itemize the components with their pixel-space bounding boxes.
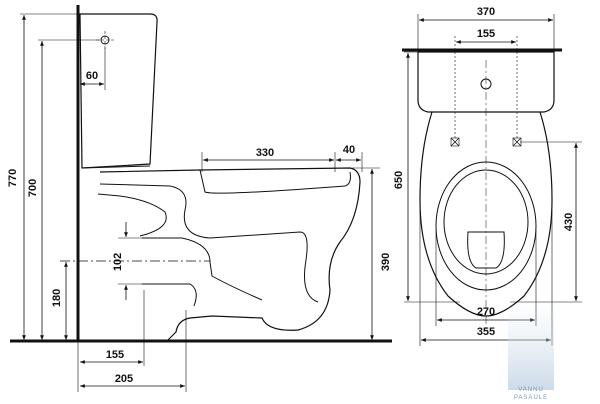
dim-total-height: 770 [7,169,19,187]
dim-seat-height: 390 [380,253,392,271]
pan-front [199,169,351,194]
dim-outlet-height: 180 [51,289,63,307]
dim-bolt-to-front: 430 [563,213,575,231]
outlet-pipe [142,237,263,307]
dim-outlet-offset: 155 [106,349,124,361]
svg-text:VANNU: VANNU [518,387,544,393]
dim-depth-to-outlet: 205 [115,373,133,385]
watermark-logo: VANNU PASAULE [508,300,554,401]
dim-tank-width: 370 [477,6,495,18]
pan-outline [99,167,361,341]
bolt-left-icon [450,137,460,147]
dim-outlet-diameter: 102 [112,253,124,271]
dim-inlet-height: 700 [27,179,39,197]
dim-total-length: 650 [393,171,405,189]
cistern-outline [79,13,158,169]
dim-bowl-width: 355 [477,326,495,338]
dim-inlet-spacing: 155 [477,28,495,40]
trapway [99,183,319,303]
bolt-right-icon [512,137,522,147]
top-view: 370 155 650 430 270 355 [393,6,582,346]
cistern-base [81,165,151,169]
side-view: 770 700 60 180 102 330 40 390 [7,5,392,392]
dim-bowl-length: 330 [256,147,274,159]
top-waterway [467,231,505,269]
top-cistern-outline [417,51,555,113]
svg-text:PASAULE: PASAULE [514,395,548,401]
dim-inlet-offset: 60 [86,70,98,82]
dim-seat-width: 270 [477,306,495,318]
dim-rim-overhang: 40 [343,144,355,156]
